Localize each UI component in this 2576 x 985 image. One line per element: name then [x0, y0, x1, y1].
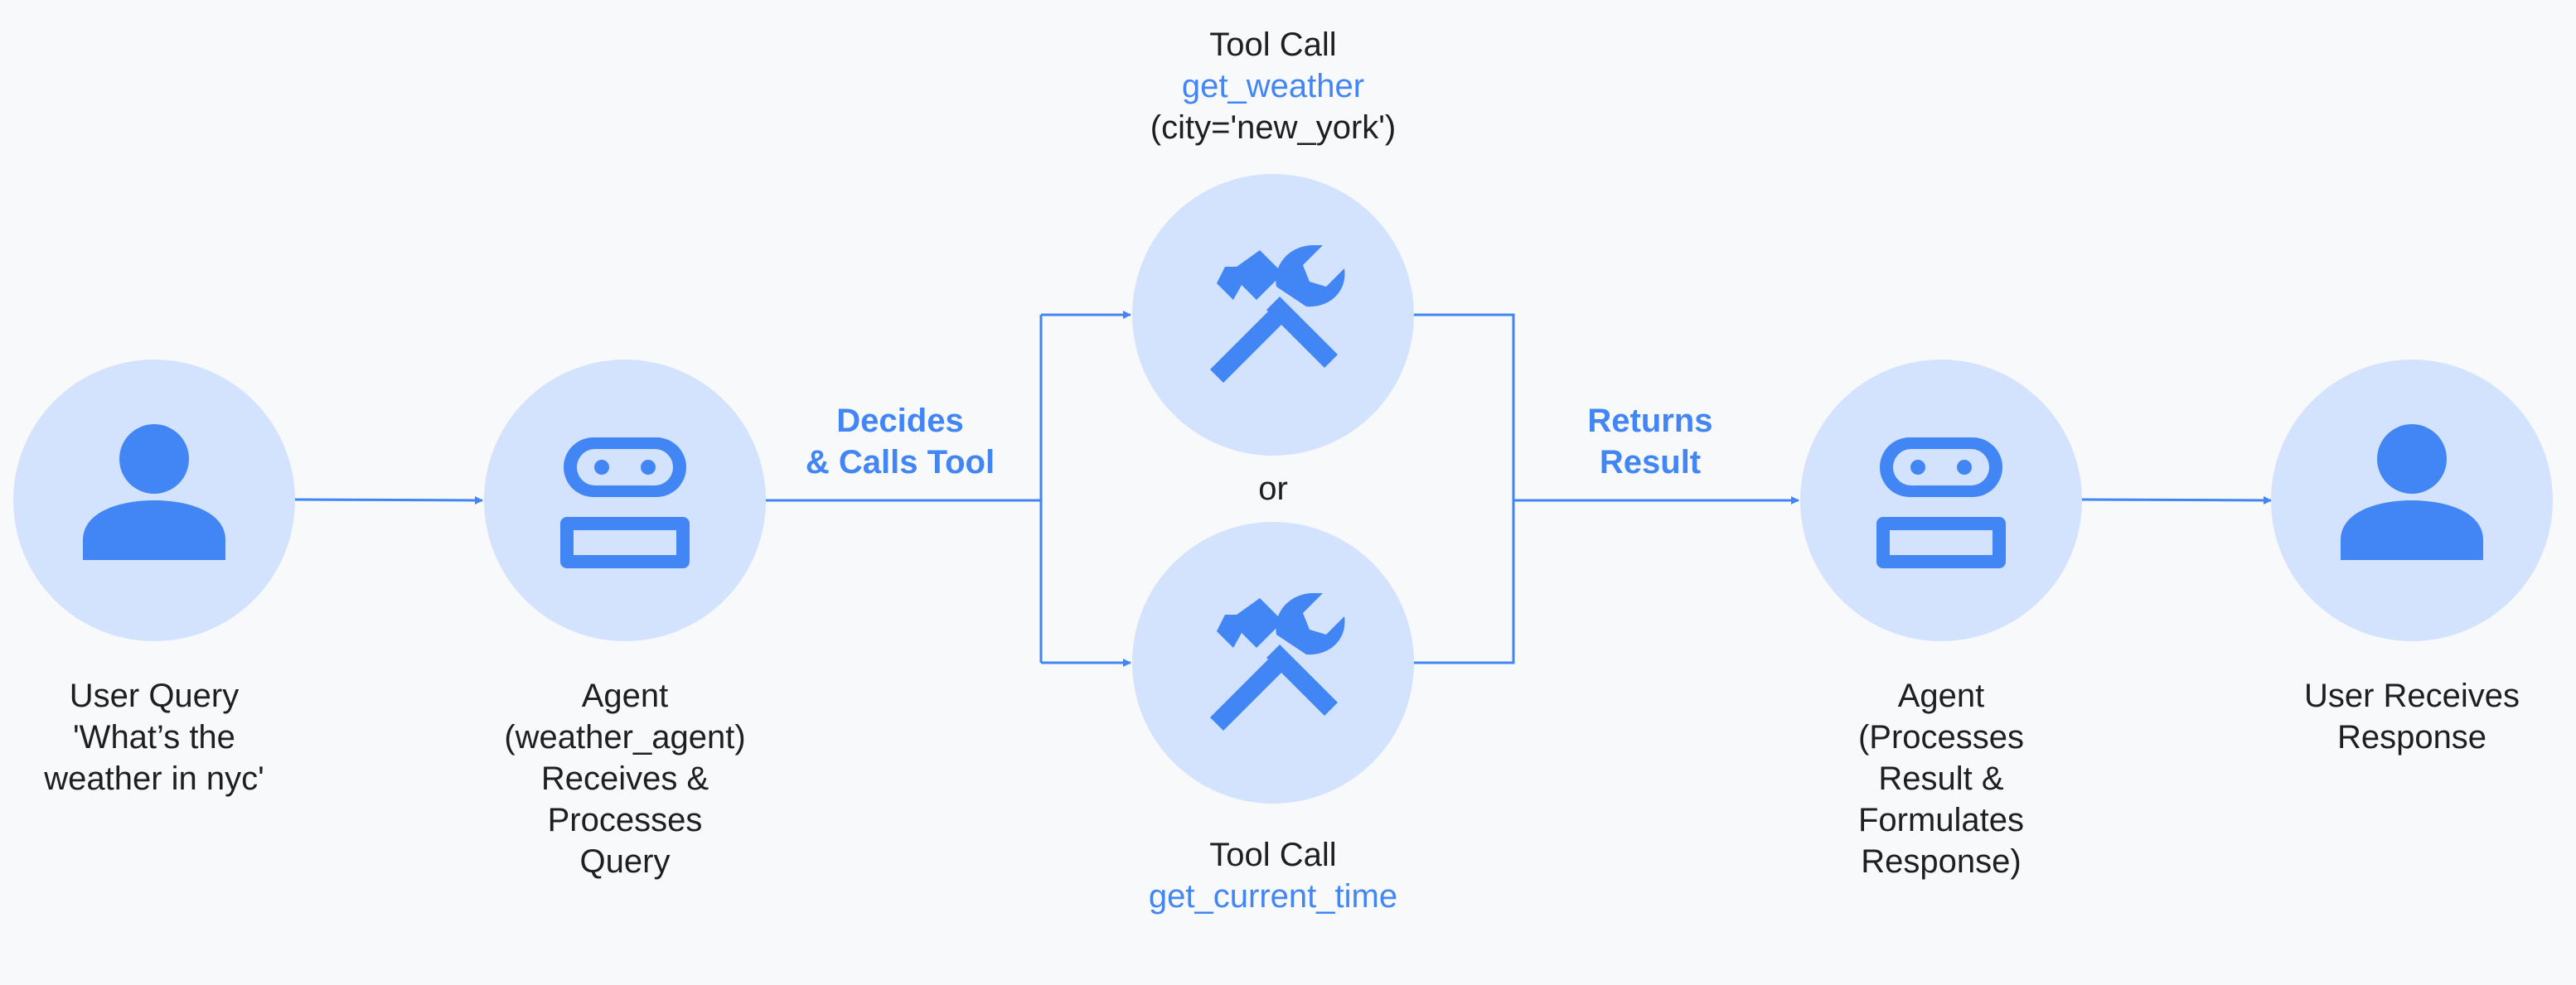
connectors	[294, 311, 2272, 667]
agent-process-line: (Processes	[1858, 719, 2024, 756]
node-agent-receive: Agent (weather_agent) Receives & Process…	[484, 360, 766, 880]
node-agent-process: Agent (Processes Result & Formulates Res…	[1800, 360, 2082, 880]
agent-process-circle	[1800, 360, 2082, 641]
tool-time-title: Tool Call	[1209, 837, 1336, 873]
node-user-query: User Query 'What’s the weather in nyc'	[13, 360, 295, 797]
agent-process-line: Result &	[1878, 760, 2003, 797]
agent-process-line: Agent	[1898, 678, 1985, 714]
agent-receive-line: Query	[580, 843, 671, 880]
node-tool-weather: Tool Call get_weather (city='new_york')	[1132, 27, 1414, 456]
user-response-line: Response	[2337, 719, 2486, 756]
user-query-line: weather in nyc'	[43, 760, 264, 797]
user-response-line: User Receives	[2304, 678, 2520, 714]
user-query-line: User Query	[70, 678, 240, 714]
returns-label: Returns Result	[1587, 403, 1712, 480]
decides-label-line: & Calls Tool	[806, 444, 995, 480]
returns-label-line: Returns	[1587, 403, 1712, 439]
tool-time-function: get_current_time	[1149, 878, 1397, 915]
node-tool-time: Tool Call get_current_time	[1132, 522, 1414, 915]
returns-label-line: Result	[1600, 444, 1701, 480]
tool-weather-function: get_weather	[1182, 68, 1364, 104]
agent-process-line: Response)	[1861, 843, 2021, 880]
agent-receive-line: Processes	[548, 802, 703, 838]
agent-receive-circle	[484, 360, 766, 641]
edge-tools-merge	[1414, 313, 1515, 664]
agent-receive-line: (weather_agent)	[504, 719, 745, 756]
tool-weather-args: (city='new_york')	[1150, 109, 1396, 146]
user-query-line: 'What’s the	[73, 719, 235, 756]
agent-receive-line: Receives &	[541, 760, 709, 797]
tool-weather-title: Tool Call	[1209, 27, 1336, 63]
agent-process-line: Formulates	[1858, 802, 2024, 838]
decides-label: Decides & Calls Tool	[806, 403, 995, 480]
agent-receive-line: Agent	[582, 678, 669, 714]
or-label: or	[1258, 471, 1288, 507]
decides-label-line: Decides	[836, 403, 963, 439]
node-user-response: User Receives Response	[2271, 360, 2553, 756]
